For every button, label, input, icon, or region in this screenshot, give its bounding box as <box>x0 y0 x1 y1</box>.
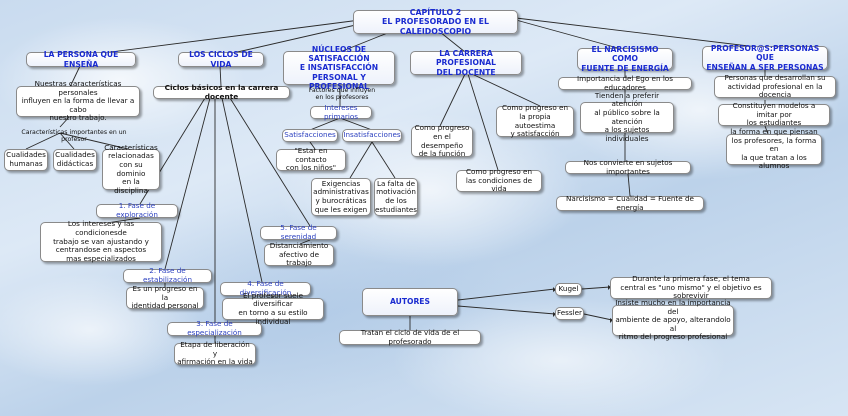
intereses-primarios-node: Intereses primarios <box>310 103 372 120</box>
profesores-item-forma: la forma en que piensan los profesores, … <box>726 127 822 170</box>
carrera-item-condiciones: Como progreso en las condiciones de vida <box>456 167 542 193</box>
phase-1-exploracion: 1. Fase de exploración <box>96 202 178 219</box>
fessler-note: Insiste mucho en la importancia del ambi… <box>612 298 734 341</box>
persona-item-disciplina: Características relacionadas con su domi… <box>102 143 160 195</box>
insatisfacciones-node: Insatisfacciones <box>342 129 402 142</box>
carrera-item-autoestima: Como progreso en la propia autoestima y … <box>496 103 574 138</box>
phase-5-desc: Distanciamiento afectivo de trabajo <box>264 241 334 267</box>
insatisfaccion-item-motivacion: La falta de motivación de los estudiante… <box>374 178 418 216</box>
profesores-item-personas: Personas que desarrollan su actividad pr… <box>714 73 836 99</box>
phase-5-serenidad: 5. Fase de serenidad <box>260 224 337 241</box>
phase-4-diversificacion: 4. Fase de diversificación <box>220 280 311 297</box>
kugel-note: Durante la primera fase, el tema central… <box>610 274 772 300</box>
ciclos-sub-node: Ciclos básicos en la carrera docente <box>153 83 290 100</box>
persona-label: Características importantes en un profes… <box>21 129 127 144</box>
autores-desc: Tratan el ciclo de vida de el profesorad… <box>339 328 481 345</box>
persona-item-humanas: Cualidades humanas <box>4 149 48 171</box>
phase-2-estabilizacion: 2. Fase de estabilización <box>123 267 212 284</box>
carrera-item-desempeno: Como progreso en el desempeño de la func… <box>411 123 473 158</box>
profesores-item-modelos: Constituyen modelos a imitar por los est… <box>718 101 830 127</box>
branch-nucleos: NÚCLEOS DE SATISFACCIÓN E INSATISFACCIÓN… <box>283 45 395 91</box>
author-kugel: Kugel <box>555 283 582 296</box>
persona-main-node: Nuestras características personales infl… <box>16 79 140 122</box>
phase-4-desc: El profesor suele diversificar en torno … <box>222 291 324 325</box>
branch-narcisismo: EL NARCISISMO COMO FUENTE DE ENERGÍA <box>577 45 673 73</box>
phase-2-desc: Es un progreso en la identidad personal <box>126 284 204 310</box>
autores-node: AUTORES <box>362 288 458 316</box>
nucleos-label: Factores que influyen en los profesores <box>308 87 376 102</box>
narcisismo-item-ecuacion: Narcisismo = Cualidad = Fuente de energí… <box>556 194 704 211</box>
narcisismo-item-ego: Importancia del Ego en los educadores <box>558 74 692 91</box>
narcisismo-item-importantes: Nos convierte en sujetos importantes <box>565 158 691 175</box>
author-fessler: Fessler <box>555 307 584 320</box>
branch-ciclos: LOS CICLOS DE VIDA <box>178 50 264 69</box>
branch-carrera: LA CARRERA PROFESIONAL DEL DOCENTE <box>410 49 522 77</box>
satisfacciones-node: Satisfacciones <box>282 129 338 142</box>
branch-profesores: PROFESOR@S:PERSONAS QUE ENSEÑAN A SER PE… <box>702 44 828 72</box>
persona-item-didacticas: Cualidades didácticas <box>53 149 97 171</box>
narcisismo-item-atencion: Tienden a preferir atención al público s… <box>580 91 674 143</box>
phase-3-desc: Etapa de liberación y afirmación en la v… <box>174 340 256 366</box>
phase-3-especializacion: 3. Fase de especialización <box>167 320 262 337</box>
branch-persona: LA PERSONA QUE ENSEÑA <box>26 50 136 69</box>
phase-1-desc: Los intereses y las condicionesde trabaj… <box>40 220 162 263</box>
satisfaccion-item: "Estar en contacto con los niños" <box>276 146 346 172</box>
insatisfaccion-item-exigencias: Exigencias administrativas y burocrática… <box>311 178 371 216</box>
chapter-title: CAPÍTULO 2 EL PROFESORADO EN EL CALEIDOS… <box>353 8 518 36</box>
